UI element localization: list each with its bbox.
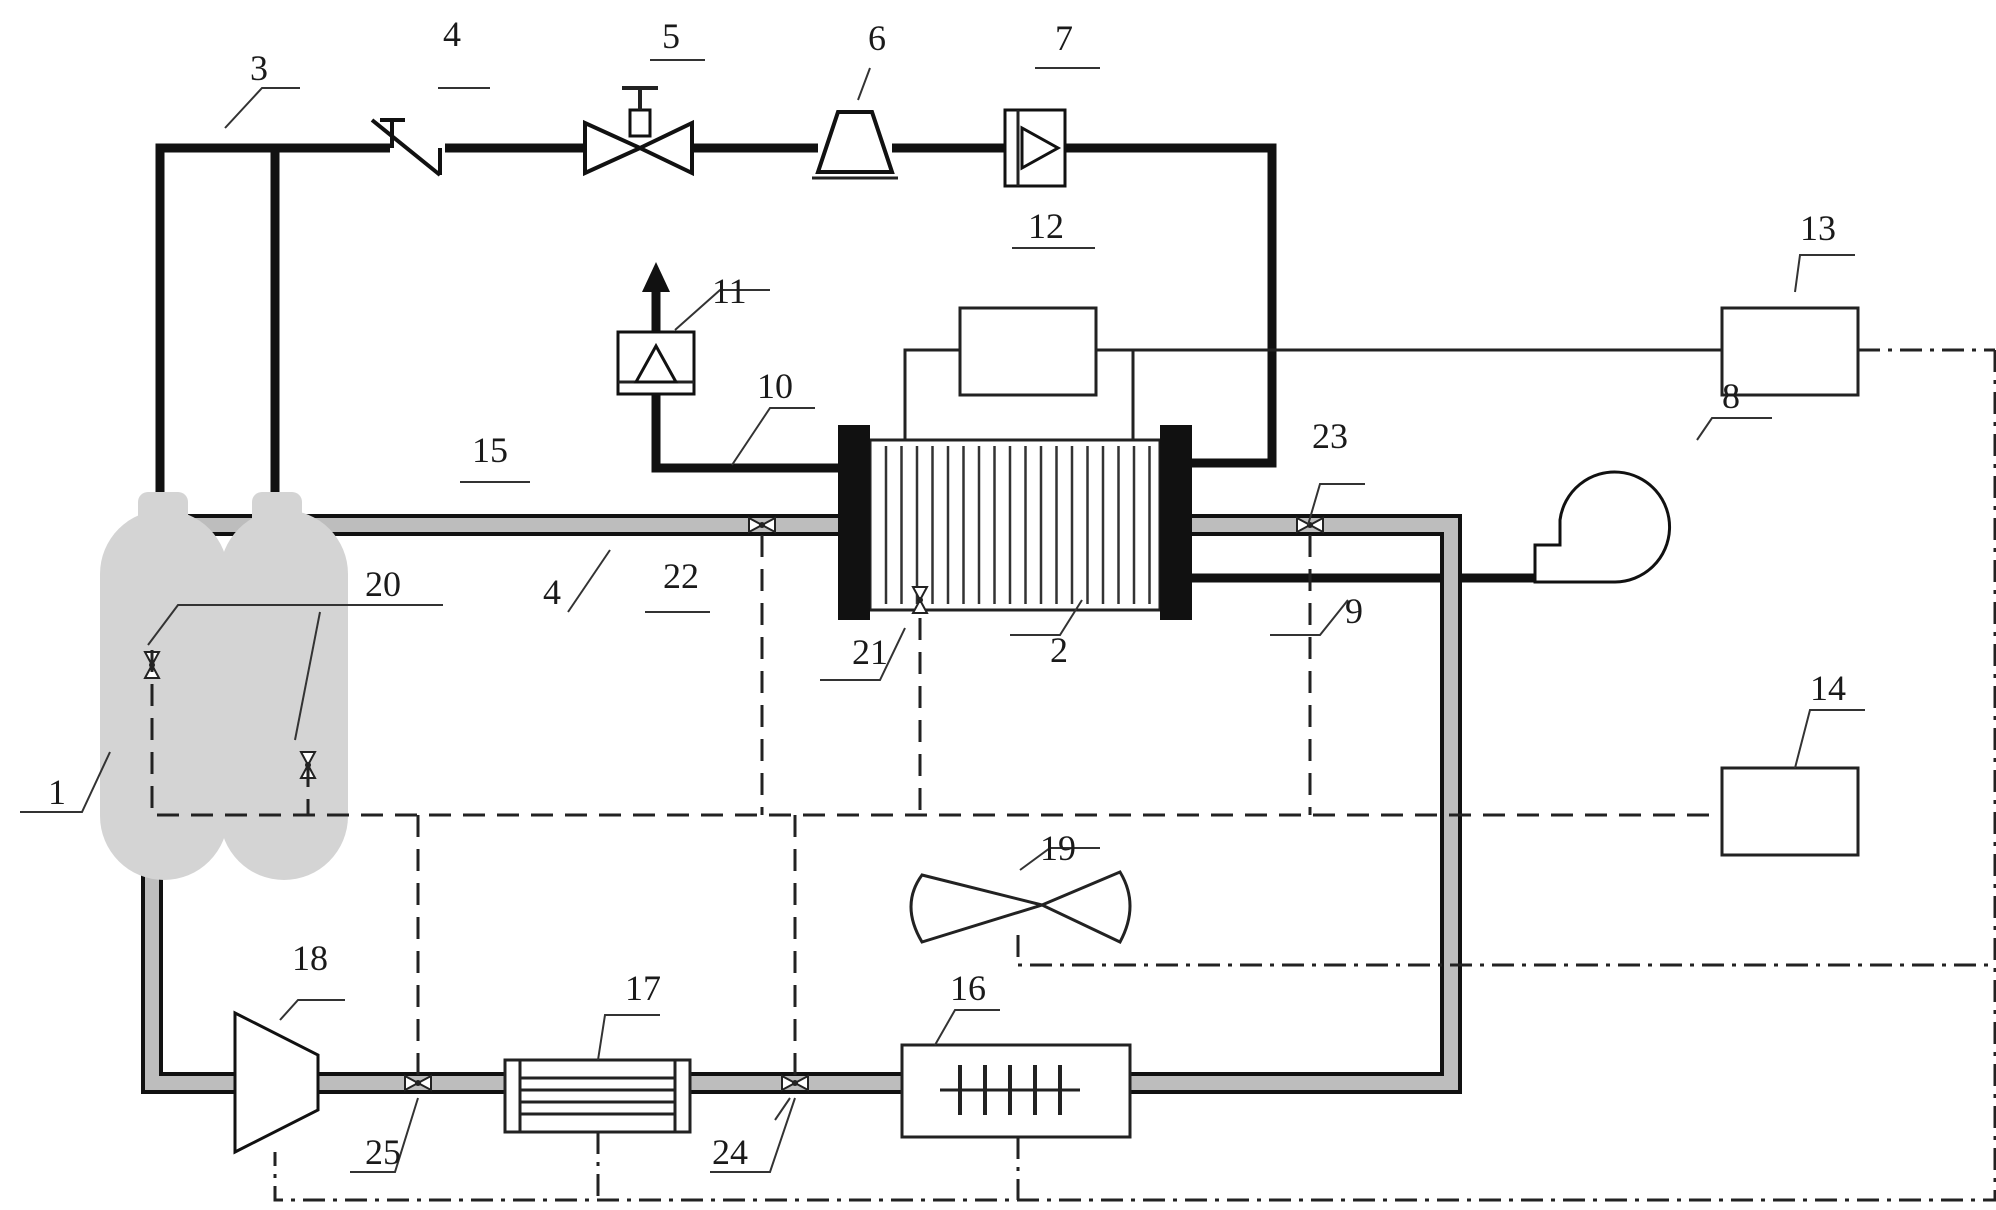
check-valve-icon [370, 118, 442, 177]
exhaust-valve-icon [616, 330, 696, 396]
heat-exchanger-icon [503, 1058, 692, 1134]
label-7: 7 [1055, 18, 1073, 58]
label-24: 24 [712, 1132, 748, 1172]
sensor-dot [792, 1080, 798, 1086]
label-4-mid: 4 [543, 572, 561, 612]
label-9: 9 [1345, 591, 1363, 631]
labels: 1 2 3 4 4 5 6 7 8 9 10 11 12 13 14 15 16… [48, 14, 1846, 1172]
label-6: 6 [868, 18, 886, 58]
label-18: 18 [292, 938, 328, 978]
label-11: 11 [712, 271, 747, 311]
label-20: 20 [365, 564, 401, 604]
exhaust-arrow-icon [642, 262, 670, 292]
fuel-cell-stack [838, 425, 1192, 620]
label-23: 23 [1312, 416, 1348, 456]
label-1: 1 [48, 772, 66, 812]
heater-icon [900, 1043, 1132, 1139]
label-8: 8 [1722, 376, 1740, 416]
label-13: 13 [1800, 208, 1836, 248]
box-14 [1720, 766, 1860, 857]
pump-icon [233, 1010, 320, 1155]
label-4-top: 4 [443, 14, 461, 54]
label-2: 2 [1050, 630, 1068, 670]
blower-icon [1533, 470, 1672, 584]
supply-line [155, 143, 1535, 583]
label-3: 3 [250, 48, 268, 88]
label-5: 5 [662, 16, 680, 56]
controller-12 [958, 306, 1098, 397]
pressure-valve-icon [583, 86, 694, 177]
signal-lines [150, 535, 1722, 1075]
label-10: 10 [757, 366, 793, 406]
label-21: 21 [852, 632, 888, 672]
fan-icon [909, 870, 1132, 944]
box-13 [1720, 306, 1860, 397]
filter-icon [812, 110, 898, 180]
control-lines [273, 348, 1996, 1202]
sensor-dot [917, 597, 923, 603]
hydrogen-tanks [100, 492, 348, 880]
label-15: 15 [472, 430, 508, 470]
label-17: 17 [625, 968, 661, 1008]
label-25: 25 [365, 1132, 401, 1172]
label-12: 12 [1028, 206, 1064, 246]
label-19: 19 [1040, 828, 1076, 868]
leader-lines [20, 59, 1865, 1173]
sensor-dot [415, 1080, 421, 1086]
label-16: 16 [950, 968, 986, 1008]
sensor-dot [759, 522, 765, 528]
sensor-icon [404, 1074, 432, 1092]
flow-valve-icon [1003, 108, 1067, 188]
label-22: 22 [663, 556, 699, 596]
label-14: 14 [1810, 668, 1846, 708]
